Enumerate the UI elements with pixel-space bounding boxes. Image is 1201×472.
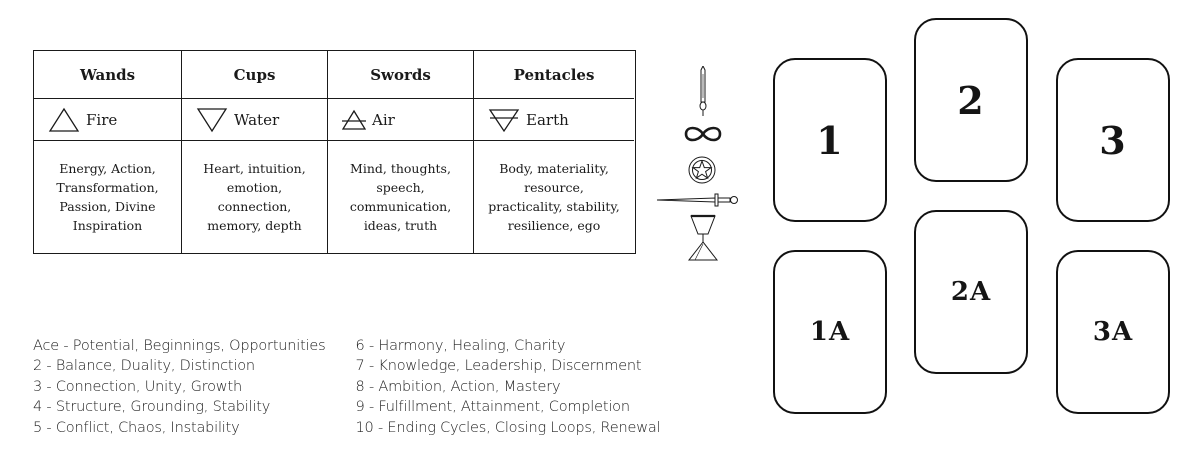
meaning-line: 10 - Ending Cycles, Closing Loops, Renew… bbox=[355, 419, 661, 436]
element-cell-water: Water bbox=[182, 99, 328, 141]
card-label: 2 bbox=[957, 77, 985, 123]
element-label-fire: Fire bbox=[86, 110, 118, 129]
meaning-line: Ace - Potential, Beginnings, Opportuniti… bbox=[33, 338, 326, 354]
meaning-line: 2 - Balance, Duality, Distinction bbox=[33, 358, 255, 375]
suit-header-swords: Swords bbox=[328, 51, 474, 99]
meaning-line: 5 - Conflict, Chaos, Instability bbox=[33, 419, 240, 436]
meaning-line: 4 - Structure, Grounding, Stability bbox=[33, 399, 271, 416]
element-cell-earth: Earth bbox=[474, 99, 634, 141]
sword-icon bbox=[656, 193, 738, 207]
fire-triangle-icon bbox=[48, 107, 80, 132]
spread-card-3a[interactable]: 3A bbox=[1056, 250, 1170, 414]
suits-table: Wands Cups Swords Pentacles Fire Water A… bbox=[33, 50, 636, 254]
spread-card-3[interactable]: 3 bbox=[1056, 58, 1170, 222]
card-label: 3 bbox=[1099, 117, 1127, 163]
card-label: 2A bbox=[950, 277, 992, 307]
spread-card-2[interactable]: 2 bbox=[914, 18, 1028, 182]
spread-card-1a[interactable]: 1A bbox=[773, 250, 887, 414]
meaning-line: 3 - Connection, Unity, Growth bbox=[33, 378, 242, 395]
spread-card-1[interactable]: 1 bbox=[773, 58, 887, 222]
suit-header-wands: Wands bbox=[34, 51, 182, 99]
number-meanings: Ace - Potential, Beginnings, Opportuniti… bbox=[33, 336, 661, 438]
element-cell-fire: Fire bbox=[34, 99, 182, 141]
suit-header-cups: Cups bbox=[182, 51, 328, 99]
card-label: 3A bbox=[1092, 317, 1134, 347]
suit-header-pentacles: Pentacles bbox=[474, 51, 634, 99]
earth-triangle-icon bbox=[488, 108, 520, 132]
spread-card-2a[interactable]: 2A bbox=[914, 210, 1028, 374]
element-cell-air: Air bbox=[328, 99, 474, 141]
element-label-air: Air bbox=[372, 110, 395, 129]
element-label-water: Water bbox=[234, 110, 280, 129]
card-label: 1A bbox=[809, 317, 851, 347]
tarot-tools-illustration bbox=[656, 66, 738, 261]
suit-description-swords: Mind, thoughts, speech, communication, i… bbox=[328, 141, 474, 253]
suit-description-pentacles: Body, materiality, resource, practicalit… bbox=[488, 161, 620, 233]
meanings-column-right: 6 - Harmony, Healing, Charity 7 - Knowle… bbox=[356, 336, 661, 438]
meaning-line: 8 - Ambition, Action, Mastery bbox=[355, 378, 561, 395]
suit-description-wands: Energy, Action, Transformation, Passion,… bbox=[34, 141, 182, 253]
air-triangle-icon bbox=[342, 109, 366, 130]
pentacle-icon bbox=[688, 156, 716, 184]
meaning-line: 7 - Knowledge, Leadership, Discernment bbox=[355, 358, 642, 375]
suit-description-cups: Heart, intuition, emotion, connection, m… bbox=[182, 141, 328, 253]
meaning-line: 9 - Fulfillment, Attainment, Completion bbox=[355, 399, 631, 416]
meaning-line: 6 - Harmony, Healing, Charity bbox=[355, 338, 566, 354]
water-triangle-icon bbox=[196, 107, 228, 132]
infinity-icon bbox=[684, 126, 722, 142]
chalice-icon bbox=[687, 214, 719, 261]
wand-icon bbox=[699, 66, 707, 116]
element-label-earth: Earth bbox=[526, 110, 569, 129]
meanings-column-left: Ace - Potential, Beginnings, Opportuniti… bbox=[33, 336, 326, 438]
card-label: 1 bbox=[816, 117, 844, 163]
